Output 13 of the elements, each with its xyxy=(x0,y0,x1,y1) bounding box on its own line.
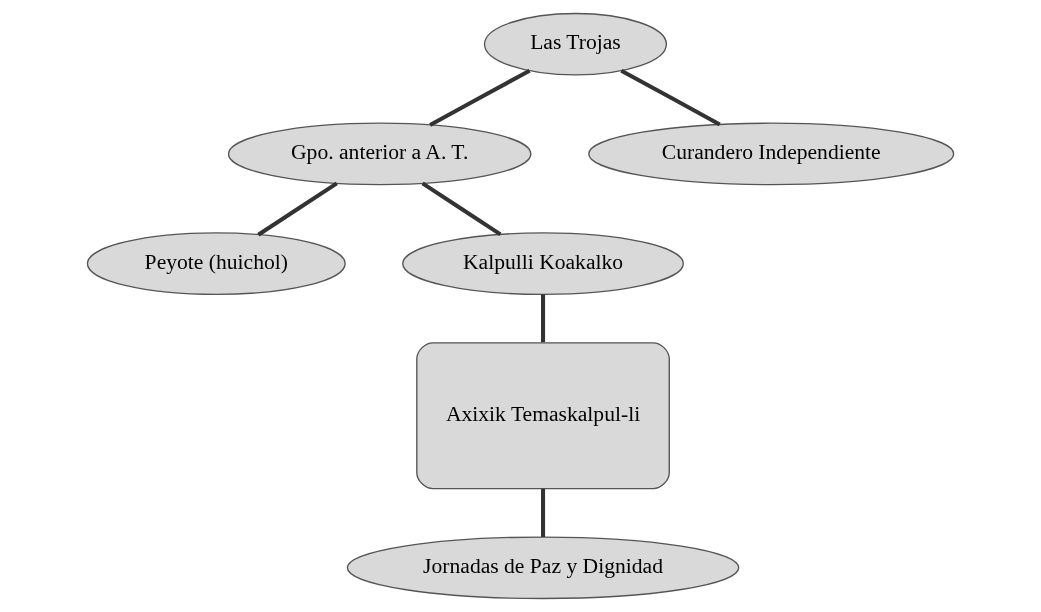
connector xyxy=(541,294,546,343)
connector xyxy=(257,181,338,237)
connector xyxy=(429,68,531,127)
node-ellipse: Peyote (huichol) xyxy=(86,232,346,296)
node-box: Axixik Temaskalpul-li xyxy=(416,342,670,490)
node-ellipse: Gpo. anterior a A. T. xyxy=(227,122,532,186)
connector xyxy=(421,181,502,237)
node-ellipse: Jornadas de Paz y Dignidad xyxy=(346,536,740,600)
connector xyxy=(620,68,721,127)
node-ellipse: Curandero Independiente xyxy=(588,122,955,186)
node-ellipse: Kalpulli Koakalko xyxy=(402,232,684,296)
connector xyxy=(541,488,546,537)
node-ellipse: Las Trojas xyxy=(483,12,668,76)
